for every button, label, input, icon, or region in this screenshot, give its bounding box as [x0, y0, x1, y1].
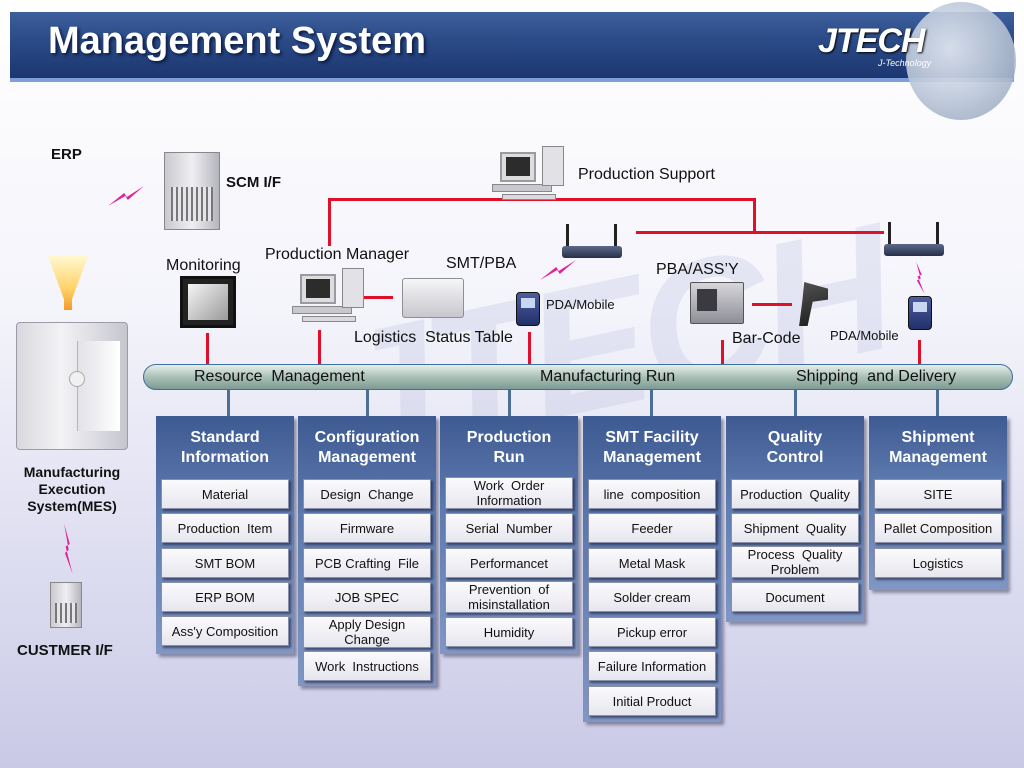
- logistics-status-table-label: Logistics Status Table: [354, 329, 513, 346]
- module-item[interactable]: Pallet Composition: [874, 513, 1002, 543]
- module-configuration-management: Configuration Management Design Change F…: [298, 416, 436, 686]
- wireless-signal-icon: [64, 524, 73, 574]
- network-line: [318, 330, 321, 364]
- module-item[interactable]: Pickup error: [588, 617, 716, 647]
- bar-code-label: Bar-Code: [732, 330, 801, 347]
- scm-if-label: SCM I/F: [226, 174, 281, 191]
- customer-if-label: CUSTMER I/F: [17, 642, 113, 659]
- network-line: [328, 198, 331, 246]
- pda-device-icon: [516, 292, 540, 326]
- module-item[interactable]: Feeder: [588, 513, 716, 543]
- module-connector: [794, 390, 797, 416]
- module-item[interactable]: PCB Crafting File: [303, 548, 431, 578]
- module-connector: [650, 390, 653, 416]
- light-cone-icon: [48, 256, 88, 310]
- wireless-signal-icon: [108, 186, 144, 206]
- monitoring-display-icon: [180, 276, 236, 328]
- module-standard-information: Standard Information Material Production…: [156, 416, 294, 654]
- smt-pba-label: SMT/PBA: [446, 255, 517, 272]
- router-icon: [884, 222, 944, 256]
- module-item[interactable]: Material: [161, 479, 289, 509]
- module-item[interactable]: ERP BOM: [161, 582, 289, 612]
- module-item[interactable]: Humidity: [445, 617, 573, 647]
- logo-subtitle: J-Technology: [878, 58, 932, 68]
- bus-label-resource: Resource Management: [194, 368, 365, 385]
- production-support-label: Production Support: [578, 166, 715, 183]
- pba-assy-label: PBA/ASS’Y: [656, 261, 739, 278]
- network-line: [636, 231, 884, 234]
- title-bar: Management System: [10, 12, 1014, 82]
- module-item[interactable]: Production Item: [161, 513, 289, 543]
- module-item[interactable]: SMT BOM: [161, 548, 289, 578]
- module-item[interactable]: Ass'y Composition: [161, 616, 289, 646]
- module-item[interactable]: Serial Number: [445, 513, 573, 543]
- module-item[interactable]: Design Change: [303, 479, 431, 509]
- network-line: [752, 303, 792, 306]
- erp-label: ERP: [51, 146, 82, 163]
- module-connector: [366, 390, 369, 416]
- module-connector: [508, 390, 511, 416]
- module-item[interactable]: Prevention of misinstallation: [445, 581, 573, 613]
- network-line: [206, 333, 209, 364]
- module-item[interactable]: Work Order Information: [445, 477, 573, 509]
- module-item[interactable]: Process Quality Problem: [731, 546, 859, 578]
- module-connector: [227, 390, 230, 416]
- smt-printer-icon: [402, 278, 464, 318]
- module-connector: [936, 390, 939, 416]
- globe-icon: [906, 2, 1016, 120]
- bus-label-manufacturing: Manufacturing Run: [540, 368, 676, 385]
- network-line: [528, 332, 531, 364]
- module-item[interactable]: Failure Information: [588, 651, 716, 681]
- module-item[interactable]: Initial Product: [588, 686, 716, 716]
- scm-server-icon: [164, 152, 220, 230]
- module-title: Quality Control: [766, 429, 824, 466]
- module-item[interactable]: JOB SPEC: [303, 582, 431, 612]
- production-manager-pc-icon: [292, 268, 364, 324]
- module-item[interactable]: Shipment Quality: [731, 513, 859, 543]
- module-item[interactable]: Production Quality: [731, 479, 859, 509]
- page-title: Management System: [48, 20, 427, 62]
- system-bus: Resource Management Manufacturing Run Sh…: [143, 364, 1013, 390]
- module-quality-control: Quality Control Production Quality Shipm…: [726, 416, 864, 622]
- mes-label: Manufacturing Execution System(MES): [23, 464, 121, 514]
- module-shipment-management: Shipment Management SITE Pallet Composit…: [869, 416, 1007, 590]
- barcode-printer-icon: [690, 282, 744, 324]
- mes-server-icon: [16, 322, 128, 450]
- module-item[interactable]: Metal Mask: [588, 548, 716, 578]
- module-item[interactable]: Performancet: [445, 548, 573, 578]
- pda-device-icon: [908, 296, 932, 330]
- router-icon: [562, 224, 622, 258]
- module-title: Shipment Management: [889, 429, 987, 466]
- logo-word: JTECH: [818, 22, 925, 60]
- module-title: SMT Facility Management: [603, 429, 701, 466]
- module-production-run: Production Run Work Order Information Se…: [440, 416, 578, 654]
- module-item[interactable]: SITE: [874, 479, 1002, 509]
- module-title: Configuration Management: [314, 429, 420, 466]
- bus-label-shipping: Shipping and Delivery: [796, 368, 957, 385]
- module-item[interactable]: Apply Design Change: [303, 616, 431, 648]
- wireless-signal-icon: [916, 262, 925, 294]
- production-manager-label: Production Manager: [265, 246, 410, 263]
- module-title: Standard Information: [181, 429, 269, 466]
- network-line: [721, 340, 724, 364]
- module-item[interactable]: line composition: [588, 479, 716, 509]
- network-line: [361, 296, 393, 299]
- module-item[interactable]: Solder cream: [588, 582, 716, 612]
- network-line: [918, 340, 921, 364]
- module-smt-facility-management: SMT Facility Management line composition…: [583, 416, 721, 722]
- module-item[interactable]: Document: [731, 582, 859, 612]
- company-logo: JTECH J-Technology: [818, 22, 968, 68]
- pda-mobile-label: PDA/Mobile: [830, 328, 899, 343]
- pda-mobile-label: PDA/Mobile: [546, 297, 615, 312]
- monitoring-label: Monitoring: [166, 257, 241, 274]
- module-item[interactable]: Logistics: [874, 548, 1002, 578]
- network-line: [753, 198, 756, 232]
- module-item[interactable]: Work Instructions: [303, 651, 431, 681]
- customer-server-icon: [50, 582, 82, 628]
- module-title: Production Run: [466, 429, 552, 466]
- production-support-pc-icon: [492, 146, 564, 202]
- module-item[interactable]: Firmware: [303, 513, 431, 543]
